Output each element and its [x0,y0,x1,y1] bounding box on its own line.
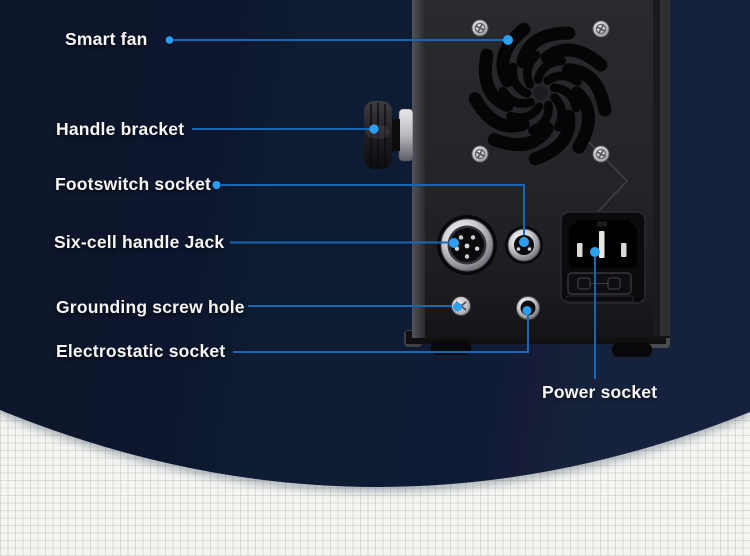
device-rear-panel [364,0,670,357]
left-foot [431,341,471,355]
bottom-lip [406,331,666,344]
callout-label-smart-fan: Smart fan [65,29,148,49]
callout-dots [165,35,600,315]
callout-label-grounding-screw-hole: Grounding screw hole [56,297,245,317]
handle-bracket [364,101,414,169]
callout-label-handle-bracket: Handle bracket [56,119,185,139]
callout-label-footswitch-socket: Footswitch socket [55,174,212,194]
grounding-screw [451,296,471,316]
callout-label-power-socket: Power socket [542,382,658,402]
bottom-right-corner-tab [648,330,670,348]
panel-screw-icon [591,145,611,163]
power-socket [560,211,646,304]
six-cell-handle-jack [437,215,497,275]
callout-lines [173,39,596,379]
callout-line-footswitch-socket [221,184,525,235]
panel-screw-icon [470,18,490,38]
right-foot [612,343,652,357]
left-bevel-edge [412,0,425,338]
panel-screw-icon [591,19,611,39]
callout-line-electrostatic-socket [233,316,529,353]
right-lit-edge [660,0,670,336]
smart-fan-grille [470,25,612,165]
bottom-left-corner-tab [404,330,422,347]
footswitch-socket [505,226,543,264]
electrostatic-socket [516,296,540,320]
device-body [412,0,670,338]
panel-screw-icon [470,145,490,163]
callout-label-six-cell-handle-jack: Six-cell handle Jack [54,232,225,252]
callout-label-electrostatic-socket: Electrostatic socket [56,341,226,361]
cable-seam [584,137,629,218]
right-inner-shade [653,0,660,336]
